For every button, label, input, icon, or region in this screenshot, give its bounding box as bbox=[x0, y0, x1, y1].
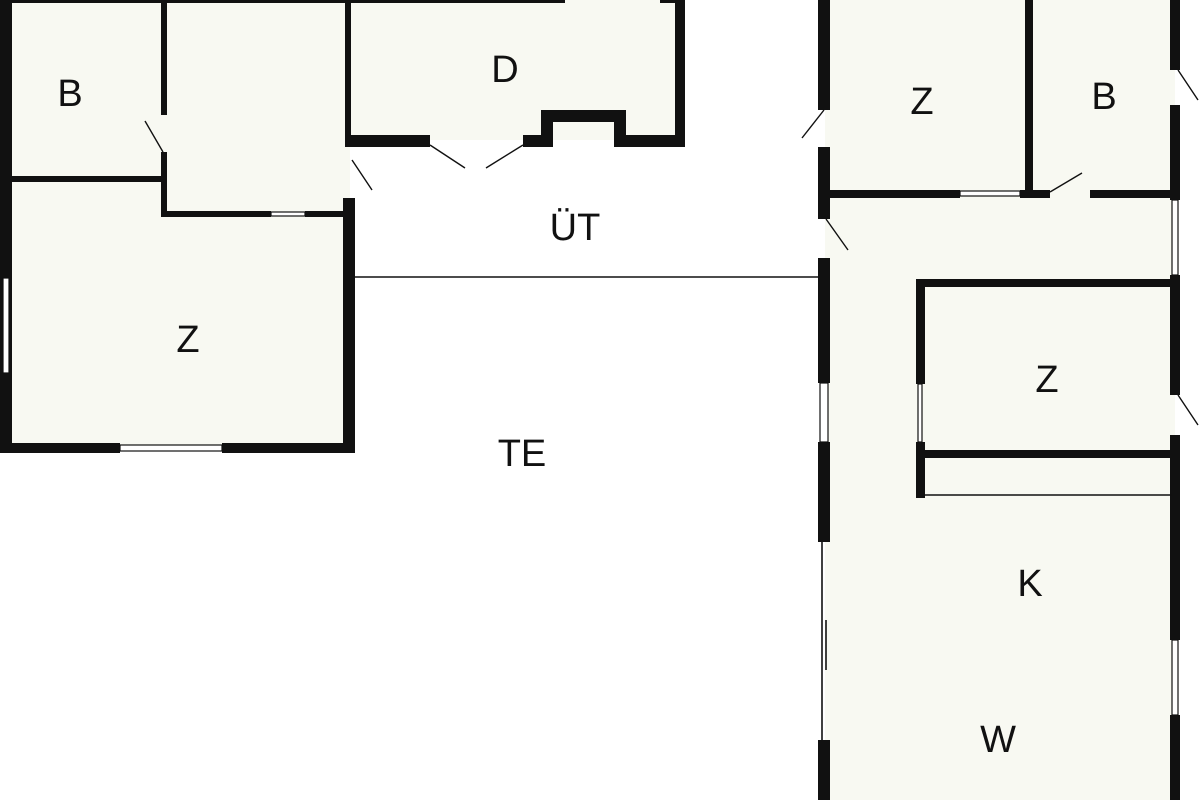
sliding-door-left-room bbox=[270, 211, 306, 217]
door-storage-right bbox=[485, 144, 524, 169]
walls-right bbox=[818, 0, 1180, 800]
bath-left-fill bbox=[10, 0, 165, 180]
door-storage-left bbox=[429, 144, 466, 169]
door-bath-right bbox=[1049, 172, 1083, 193]
walls-left bbox=[0, 0, 685, 453]
label-room-left-bottom: Z bbox=[176, 319, 199, 361]
corridor-right-fill bbox=[825, 195, 1175, 285]
door-bath-left bbox=[144, 120, 164, 153]
label-hall: ÜT bbox=[550, 207, 601, 249]
walls-storage bbox=[345, 0, 685, 147]
room-fills bbox=[10, 0, 1175, 800]
room-right-mid-fill bbox=[920, 285, 1175, 455]
label-terrace: TE bbox=[498, 433, 547, 475]
room-left-top-fill bbox=[165, 0, 350, 215]
window-right-outer-1 bbox=[1171, 199, 1179, 276]
bath-right-fill bbox=[1030, 0, 1175, 195]
sliding-door-right-top bbox=[959, 190, 1021, 197]
room-right-top-fill bbox=[825, 0, 1030, 195]
sliding-door-right-mid bbox=[917, 383, 923, 443]
label-kitchen: K bbox=[1017, 563, 1042, 605]
windows bbox=[2, 190, 1179, 716]
door-right-corridor bbox=[825, 218, 849, 251]
door-left-hall bbox=[351, 159, 373, 191]
label-room-right-mid: Z bbox=[1035, 359, 1058, 401]
doors bbox=[144, 69, 1199, 426]
window-right-outer-2 bbox=[1171, 639, 1179, 716]
label-bath-right: B bbox=[1091, 76, 1116, 118]
kitchen-strip-fill bbox=[920, 455, 1175, 495]
door-right-outer-mid bbox=[1177, 394, 1199, 426]
window-left-outer bbox=[2, 277, 10, 374]
label-room-right-top: Z bbox=[910, 81, 933, 123]
room-labels: B D Z ÜT TE Z B Z K W bbox=[57, 49, 1116, 761]
door-right-outer-top bbox=[1177, 69, 1199, 101]
label-living: W bbox=[980, 719, 1016, 761]
window-right-mid bbox=[819, 382, 829, 443]
label-bath-left: B bbox=[57, 73, 82, 115]
room-left-bottom-fill bbox=[10, 180, 350, 448]
label-storage: D bbox=[491, 49, 518, 91]
kitchen-living-fill bbox=[825, 495, 1175, 800]
door-right-top-room bbox=[801, 109, 825, 139]
window-left-bottom bbox=[119, 444, 223, 452]
